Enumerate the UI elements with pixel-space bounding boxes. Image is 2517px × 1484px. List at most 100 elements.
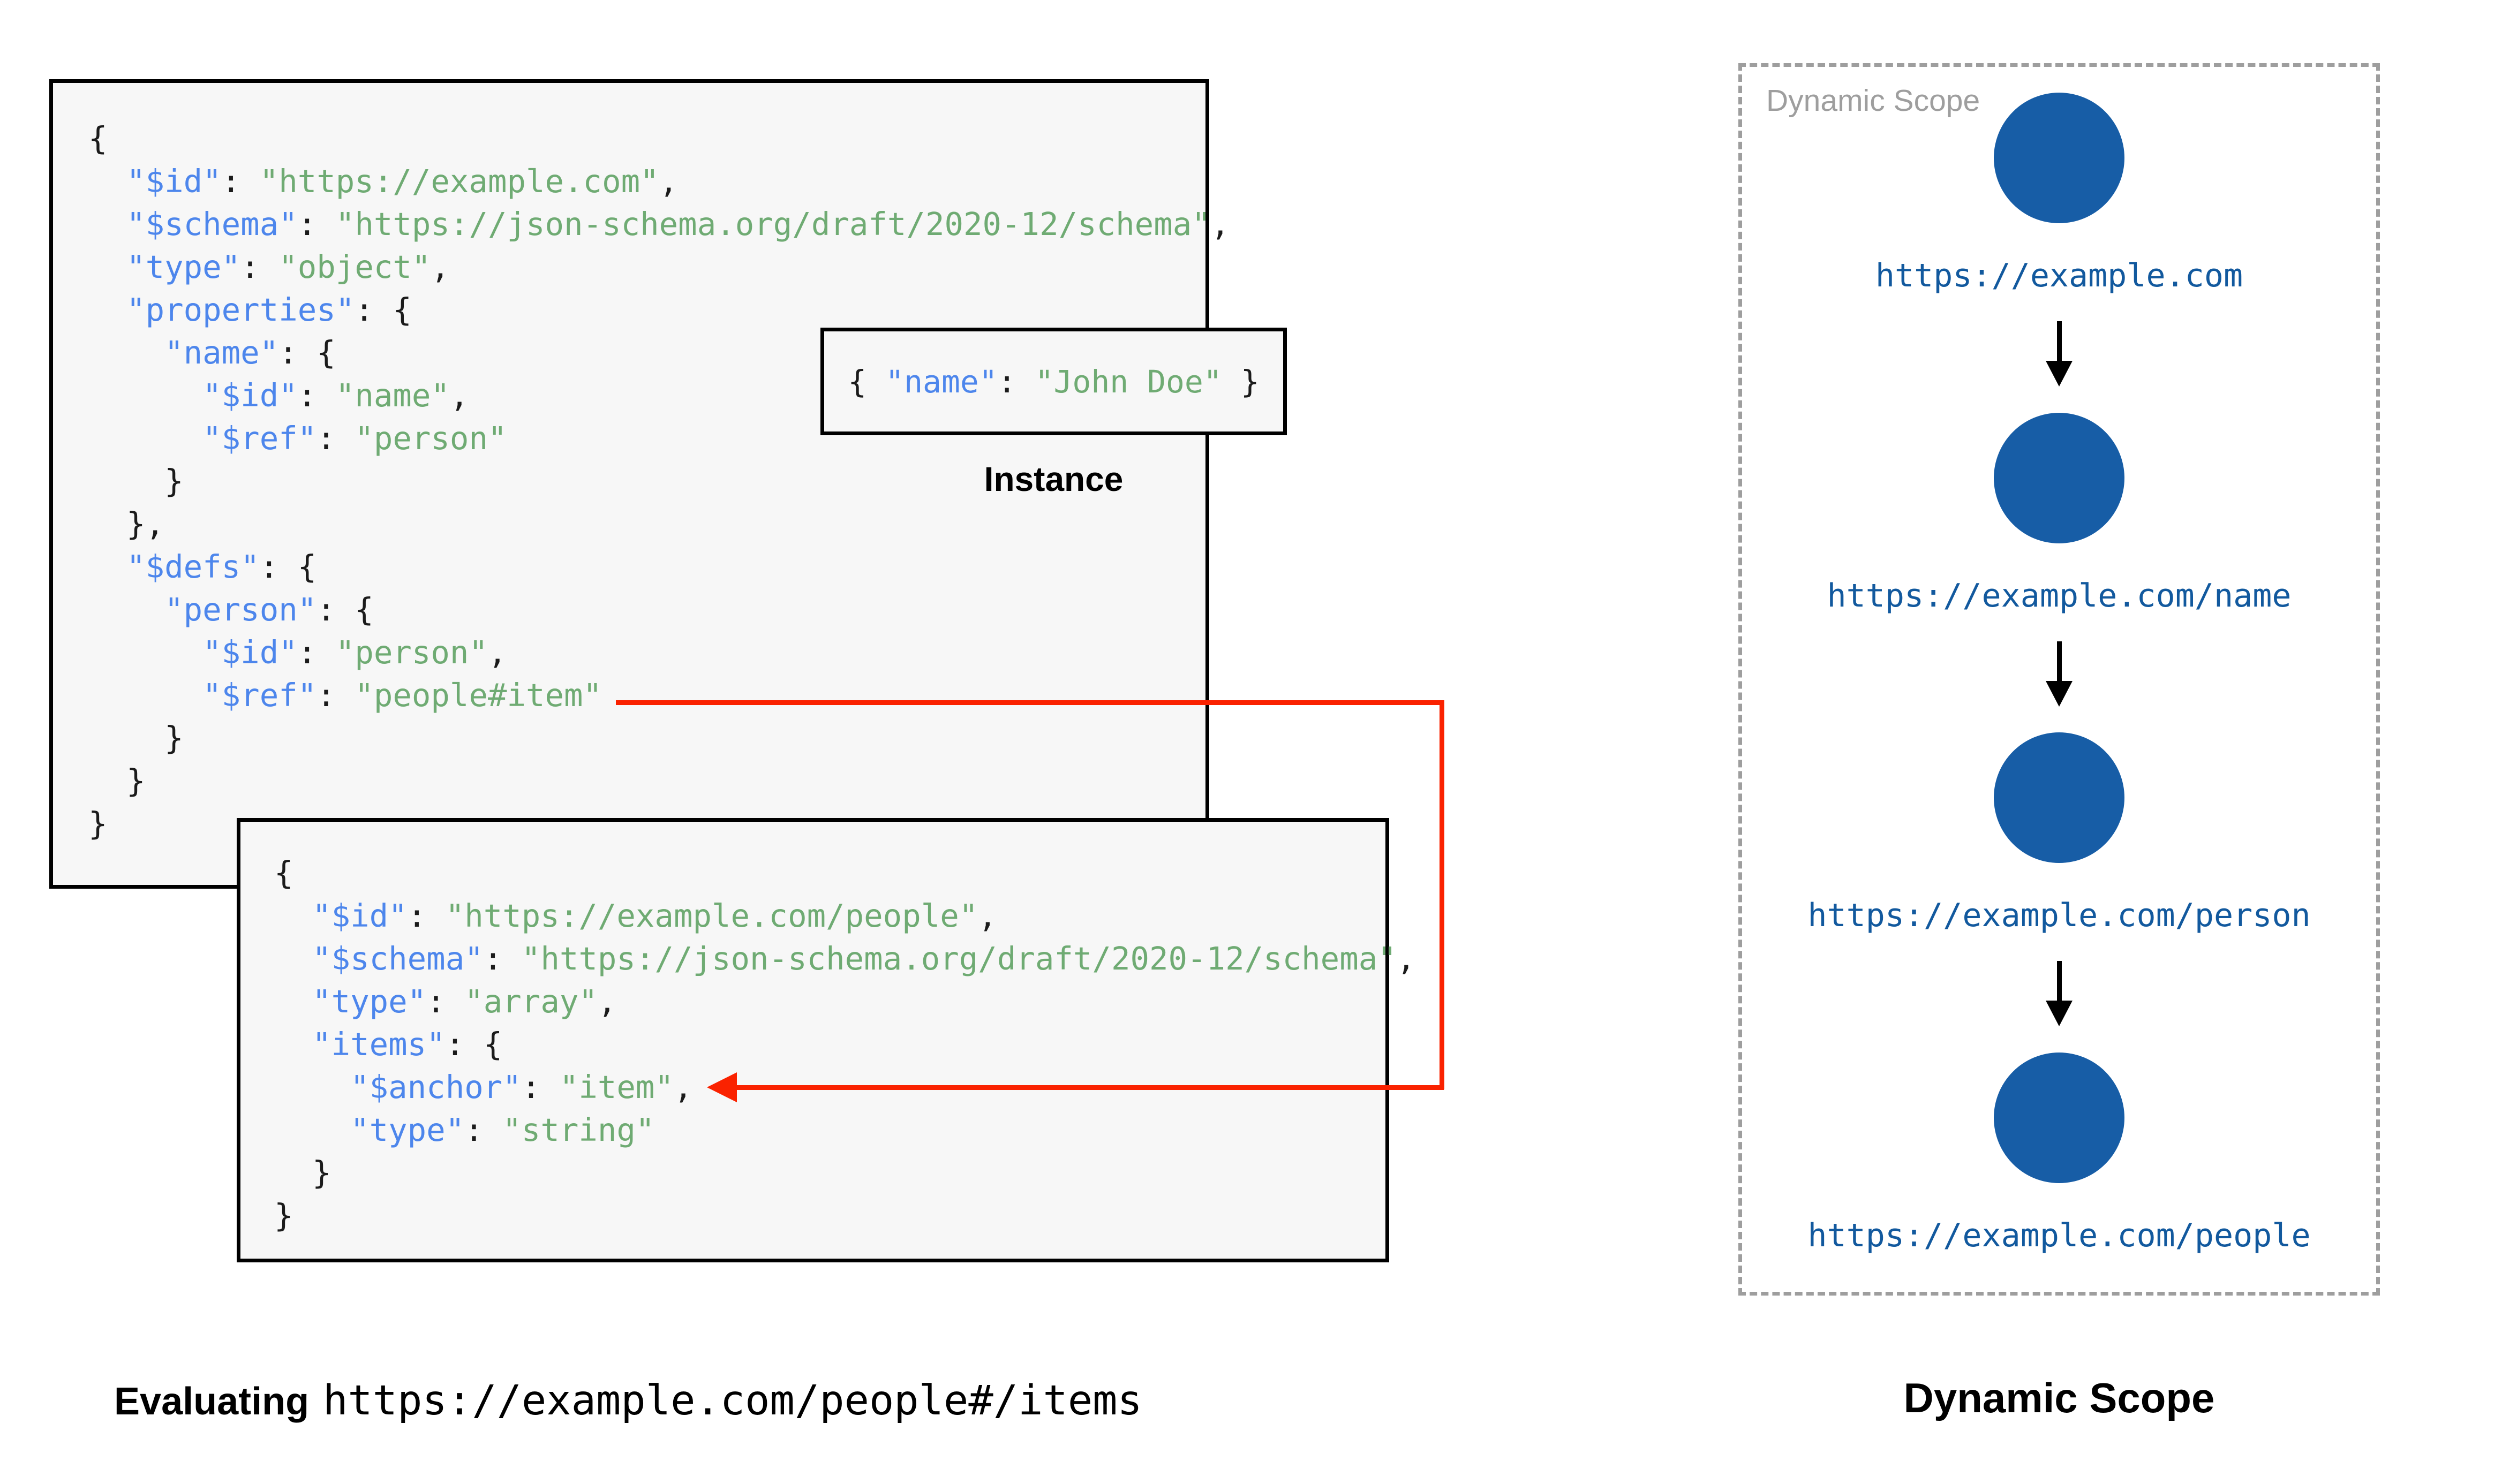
code-line: } (88, 760, 1196, 802)
code-punct: , (597, 983, 617, 1020)
code-punct: , (449, 377, 469, 414)
code-key: "$defs" (126, 548, 260, 585)
code-line: "name": { (88, 331, 1196, 374)
code-line: } (88, 717, 1196, 760)
code-key: "$anchor" (350, 1069, 522, 1106)
code-string: "object" (278, 248, 431, 285)
code-punct: : (997, 363, 1035, 400)
code-string: "person" (335, 634, 488, 671)
scope-arrow-shaft (2057, 961, 2062, 1001)
code-line: } (274, 1152, 1376, 1194)
code-punct (88, 248, 126, 285)
code-line: } (88, 802, 1196, 845)
scope-node-circle (1994, 412, 2124, 543)
dynamic-scope-title: Dynamic Scope (1903, 1374, 2215, 1421)
code-punct (88, 377, 202, 414)
code-punct: : (297, 634, 336, 671)
code-punct (88, 548, 126, 585)
code-string: "https://example.com" (259, 163, 659, 200)
code-string: "item" (559, 1069, 674, 1106)
code-punct: : (483, 940, 522, 977)
scope-arrowhead-icon (2046, 680, 2073, 707)
code-line: "$id": "https://example.com/people", (274, 895, 1376, 937)
code-punct: : (240, 248, 279, 285)
code-key: "type" (312, 983, 427, 1020)
code-key: "$id" (126, 163, 222, 200)
code-punct: , (1210, 206, 1230, 243)
code-punct: : (426, 983, 465, 1020)
evaluating-caption-prefix: Evaluating (114, 1380, 310, 1423)
code-line: "$schema": "https://json-schema.org/draf… (274, 937, 1415, 980)
code-line: "type": "object", (88, 246, 1196, 289)
code-line: } (88, 460, 1196, 503)
scope-node-circle (1994, 732, 2124, 864)
code-punct (274, 897, 312, 934)
code-key: "type" (126, 248, 241, 285)
code-key: "$schema" (312, 940, 484, 977)
code-punct: : (297, 206, 336, 243)
code-line: { (88, 117, 1196, 160)
code-punct: : (316, 677, 355, 714)
scope-node-url: https://example.com/person (1807, 897, 2311, 935)
code-line: { (274, 852, 1376, 895)
code-key: "$schema" (126, 206, 298, 243)
code-string: "name" (335, 377, 450, 414)
code-punct (88, 634, 202, 671)
dynamic-scope-watermark: Dynamic Scope (1766, 84, 1980, 118)
code-key: "name" (885, 363, 998, 400)
ref-arrow-segment-bottom (736, 1085, 1444, 1090)
code-punct: , (673, 1069, 693, 1106)
code-punct: { (274, 854, 293, 891)
scope-arrow-shaft (2057, 321, 2062, 361)
code-punct: }, (88, 505, 165, 542)
code-punct: } (1222, 363, 1260, 400)
code-key: "name" (164, 334, 279, 371)
code-punct: } (88, 720, 184, 756)
code-punct: : (464, 1111, 503, 1148)
code-punct: : (407, 897, 446, 934)
people-schema-panel: { "$id": "https://example.com/people", "… (237, 818, 1415, 1262)
code-line: "$schema": "https://json-schema.org/draf… (88, 203, 1230, 246)
code-punct: { (88, 120, 108, 157)
code-line: "type": "string" (274, 1109, 1376, 1152)
code-punct (88, 334, 164, 371)
code-punct (274, 1026, 312, 1063)
code-punct (88, 677, 202, 714)
code-punct: : { (445, 1026, 503, 1063)
code-punct: , (659, 163, 679, 200)
code-key: "$ref" (202, 420, 317, 457)
scope-node-circle (1994, 1053, 2124, 1184)
evaluating-caption: Evaluating https://example.com/people#/i… (114, 1377, 1142, 1425)
ref-arrow-segment-top (616, 700, 1444, 705)
code-key: "$id" (312, 897, 408, 934)
code-key: "type" (350, 1111, 465, 1148)
ref-arrow-segment-right (1440, 700, 1444, 1089)
code-line: "$anchor": "item", (274, 1066, 1376, 1109)
code-punct: , (1396, 940, 1416, 977)
code-string: "https://json-schema.org/draft/2020-12/s… (521, 940, 1397, 977)
code-punct (88, 163, 126, 200)
code-string: "https://json-schema.org/draft/2020-12/s… (335, 206, 1211, 243)
code-string: "John Doe" (1035, 363, 1222, 400)
scope-node-url: https://example.com/people (1807, 1217, 2311, 1255)
code-line: "properties": { (88, 289, 1196, 331)
scope-arrow-shaft (2057, 641, 2062, 681)
code-punct: : (297, 377, 336, 414)
code-line: "$id": "https://example.com", (88, 160, 1196, 203)
code-line: "type": "array", (274, 980, 1376, 1023)
code-key: "$id" (202, 634, 298, 671)
code-line: "$id": "name", (88, 374, 1196, 417)
code-line: "person": { (88, 588, 1196, 631)
code-punct (88, 291, 126, 328)
code-punct: , (487, 634, 507, 671)
code-key: "properties" (126, 291, 355, 328)
code-punct (88, 420, 202, 457)
code-key: "$ref" (202, 677, 317, 714)
code-string: "https://example.com/people" (445, 897, 978, 934)
scope-node-circle (1994, 93, 2124, 223)
instance-panel: { "name": "John Doe" } (820, 328, 1287, 435)
code-line: "$defs": { (88, 546, 1196, 588)
code-line: "$ref": "people#item" (88, 674, 1196, 717)
